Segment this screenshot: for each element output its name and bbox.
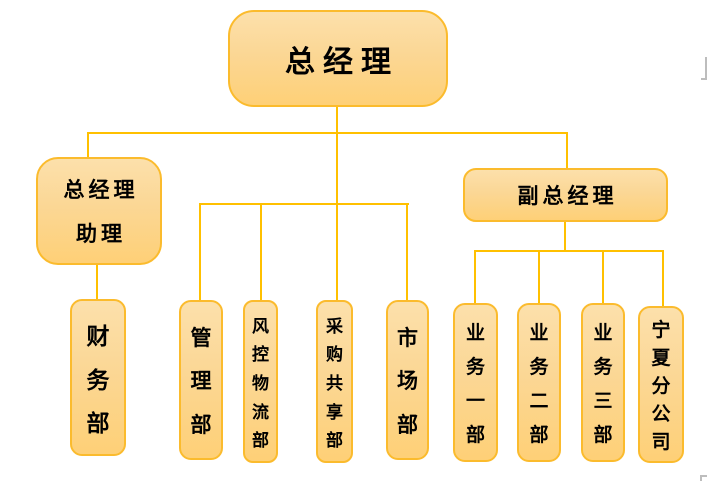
connector-level1-bus xyxy=(87,132,568,134)
connector-drop-business-2 xyxy=(538,250,540,304)
org-node-management-dept: 管理部 xyxy=(179,300,223,460)
connector-drop-ningxia-branch xyxy=(662,250,664,307)
dept-label-char: 理 xyxy=(190,368,212,393)
org-node-label-line1: 总经理 xyxy=(63,176,139,202)
org-node-label: 总经理 xyxy=(285,44,399,80)
dept-label-char: 控 xyxy=(252,345,269,366)
dept-label-char: 购 xyxy=(326,345,343,366)
org-node-business-dept-3: 业务三部 xyxy=(581,303,625,462)
dept-label-char: 部 xyxy=(86,410,110,438)
dept-label-char: 部 xyxy=(326,431,343,452)
org-node-label: 副总经理 xyxy=(517,183,618,208)
org-node-finance-dept: 财务部 xyxy=(70,299,126,456)
dept-label-char: 分 xyxy=(651,375,671,397)
dept-label-char: 部 xyxy=(397,411,418,437)
dept-label-char: 务 xyxy=(465,356,485,378)
connector-drop-deputy xyxy=(566,132,568,170)
connector-drop-management xyxy=(199,203,201,301)
dept-label-char: 公 xyxy=(651,403,671,425)
connector-middle-bus xyxy=(199,203,409,205)
dept-label-char: 部 xyxy=(593,424,613,446)
connector-drop-marketing xyxy=(406,203,408,301)
org-node-procurement-sharing-dept: 采购共享部 xyxy=(316,300,353,463)
dept-label-char: 三 xyxy=(593,390,613,412)
dept-label-char: 部 xyxy=(465,424,485,446)
dept-label-char: 物 xyxy=(252,373,269,394)
dept-label-char: 风 xyxy=(252,316,269,337)
crop-mark-right xyxy=(701,57,707,80)
connector-deputy-stem xyxy=(564,221,566,251)
connector-drop-business-1 xyxy=(474,250,476,304)
crop-mark-bottom-right xyxy=(700,475,707,481)
dept-label-char: 部 xyxy=(252,431,269,452)
connector-drop-risk-logistics xyxy=(260,203,262,301)
dept-label-char: 务 xyxy=(593,356,613,378)
dept-label-char: 流 xyxy=(252,402,269,423)
dept-label-char: 享 xyxy=(326,402,343,423)
org-node-business-dept-1: 业务一部 xyxy=(453,303,498,462)
org-node-gm-assistant: 总经理 助理 xyxy=(36,157,162,265)
org-node-deputy-general-manager: 副总经理 xyxy=(463,168,668,222)
connector-drop-business-3 xyxy=(602,250,604,304)
dept-label-char: 业 xyxy=(593,322,613,344)
dept-label-char: 一 xyxy=(465,390,485,412)
connector-drop-assistant xyxy=(87,132,89,159)
dept-label-char: 司 xyxy=(651,431,671,453)
dept-label-char: 市 xyxy=(397,324,418,350)
dept-label-char: 财 xyxy=(86,322,110,350)
dept-label-char: 部 xyxy=(529,424,549,446)
connector-deputy-bus xyxy=(474,250,664,252)
dept-label-char: 宁 xyxy=(651,319,671,341)
dept-label-char: 共 xyxy=(326,373,343,394)
org-node-label-line2: 助理 xyxy=(76,221,126,247)
org-node-business-dept-2: 业务二部 xyxy=(517,303,561,462)
dept-label-char: 业 xyxy=(529,322,549,344)
org-node-general-manager: 总经理 xyxy=(228,10,448,107)
dept-label-char: 管 xyxy=(190,324,212,350)
dept-label-char: 采 xyxy=(326,316,343,337)
dept-label-char: 务 xyxy=(86,366,110,394)
connector-assistant-finance xyxy=(96,264,98,300)
dept-label-char: 务 xyxy=(529,356,549,378)
org-node-risk-logistics-dept: 风控物流部 xyxy=(243,300,278,463)
dept-label-char: 业 xyxy=(465,322,485,344)
dept-label-char: 二 xyxy=(529,390,549,412)
dept-label-char: 夏 xyxy=(651,347,671,369)
dept-label-char: 场 xyxy=(397,368,418,393)
org-node-ningxia-branch: 宁夏分公司 xyxy=(638,306,684,463)
dept-label-char: 部 xyxy=(190,411,212,437)
org-node-marketing-dept: 市场部 xyxy=(386,300,429,460)
